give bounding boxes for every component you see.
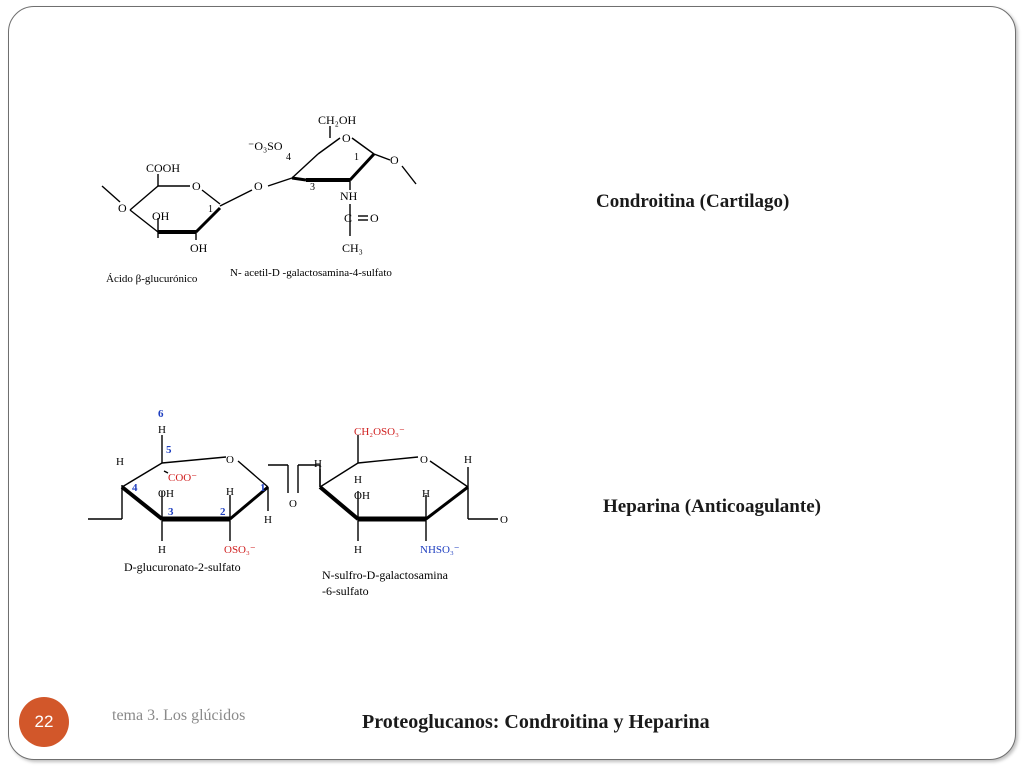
glucuronate-sulfate-name: D-glucuronato-2-sulfato	[124, 560, 241, 574]
heparin-oh2: OH	[354, 490, 370, 502]
heparin-h2: H	[226, 486, 234, 498]
galactosamine-sulfate-name: N- acetil-D -galactosamina-4-sulfato	[230, 267, 392, 279]
heparin-structure-image: 6 H 5 COO⁻ O H 4 OH H 1 3 2 H H OSO₃⁻ O …	[88, 405, 518, 610]
oso3-label: OSO₃⁻	[224, 544, 256, 556]
heparin-h6: H	[158, 424, 166, 436]
chondroitin-structure-image: COOH OH OH O O 1 O CH₂OH ⁻O₃SO O O 4 3 1…	[96, 108, 432, 290]
ring-o1-label: O	[192, 179, 201, 193]
ch3-label: CH₃	[342, 241, 363, 255]
heparin-ring-o2: O	[420, 454, 428, 466]
heparin-h3: H	[158, 544, 166, 556]
galactosamine-name-line2: -6-sulfato	[322, 584, 369, 598]
heparin-caption: Heparina (Anticoagulante)	[603, 496, 821, 517]
left-o-label: O	[118, 201, 127, 215]
heparin-link-o: O	[289, 498, 297, 510]
nh-label: NH	[340, 189, 358, 203]
heparin-h-left: H	[116, 456, 124, 468]
heparin-carbon-1: 1	[260, 482, 266, 494]
nhso3-label: NHSO₃⁻	[420, 544, 460, 556]
ring-o2-label: O	[342, 131, 351, 145]
heparin-h-r2: H	[464, 454, 472, 466]
glucuronic-acid-name: Ácido β-glucurónico	[106, 273, 198, 285]
heparin-h-r4: H	[422, 488, 430, 500]
heparin-carbon-4: 4	[132, 482, 138, 494]
link-o-label: O	[254, 179, 263, 193]
cooh-label: COOH	[146, 161, 180, 175]
heparin-carbon-5: 5	[166, 444, 172, 456]
coo-label: COO⁻	[168, 472, 197, 484]
so3-label: ⁻O₃SO	[248, 139, 283, 153]
oh-bottom-label: OH	[190, 241, 208, 255]
chondroitin-carbon-3: 3	[310, 182, 315, 193]
heparin-h1: H	[264, 514, 272, 526]
heparin-h-r5: H	[354, 544, 362, 556]
heparin-oh1: OH	[158, 488, 174, 500]
oh-ring-label: OH	[152, 209, 170, 223]
chondroitin-carbon-1b: 1	[354, 152, 359, 163]
chondroitin-carbon-4: 4	[286, 152, 291, 163]
chondroitin-carbon-1a: 1	[208, 204, 213, 215]
heparin-carbon-6: 6	[158, 408, 164, 420]
footer-title: Proteoglucanos: Condroitina y Heparina	[362, 711, 710, 733]
heparin-carbon-2: 2	[220, 506, 226, 518]
heparin-carbon-3: 3	[168, 506, 174, 518]
ch2oh-label: CH₂OH	[318, 113, 357, 127]
heparin-ring-o1: O	[226, 454, 234, 466]
chondroitin-caption: Condroitina (Cartilago)	[596, 191, 790, 212]
heparin-h-r1: H	[314, 458, 322, 470]
carbonyl-o-label: O	[370, 211, 379, 225]
heparin-end-o: O	[500, 514, 508, 526]
heparin-h-r3: H	[354, 474, 362, 486]
footer-topic: tema 3. Los glúcidos	[112, 707, 246, 724]
galactosamine-name-line1: N-sulfro-D-galactosamina	[322, 568, 449, 582]
slide-number-badge: 22	[19, 697, 69, 747]
end-o-label: O	[390, 153, 399, 167]
carbonyl-c-label: C	[344, 211, 352, 225]
ch2oso3-label: CH₂OSO₃⁻	[354, 426, 405, 438]
